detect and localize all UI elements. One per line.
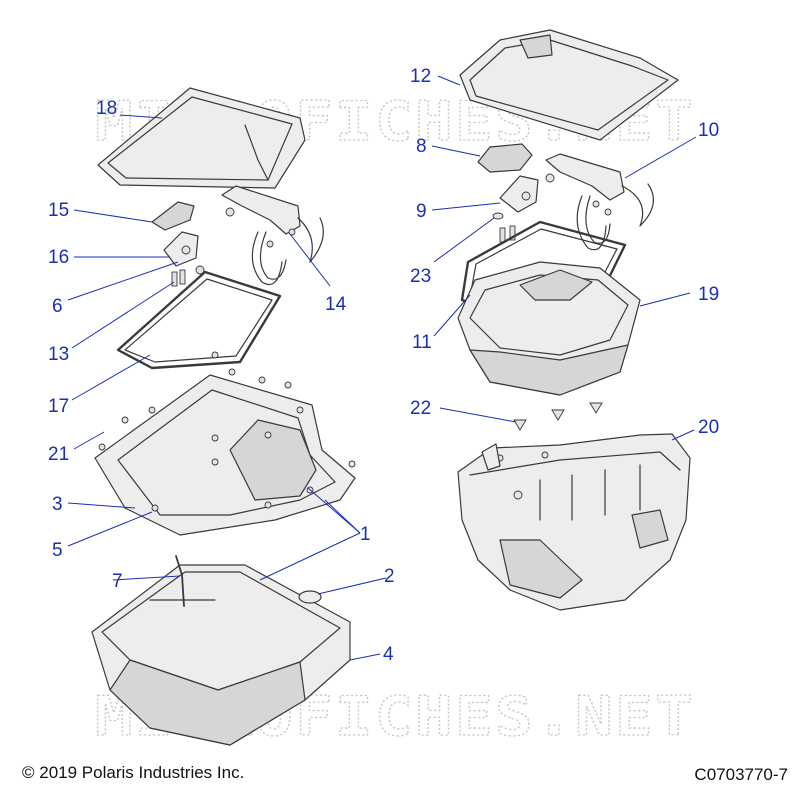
callout-3: 3 <box>52 494 63 515</box>
callout-21: 21 <box>48 444 69 465</box>
part-16-latch-bracket <box>163 231 199 267</box>
callout-6: 6 <box>52 296 63 317</box>
callout-15: 15 <box>48 200 69 221</box>
part-12-lid <box>459 29 679 141</box>
callout-16: 16 <box>48 247 69 268</box>
part-18-lid <box>97 87 306 189</box>
part-19-bin <box>457 261 641 396</box>
callout-11: 11 <box>412 332 432 353</box>
liner-screws <box>98 351 356 512</box>
callout-19: 19 <box>698 284 719 305</box>
part-10-hinge-bracket <box>545 153 655 251</box>
callout-2: 2 <box>384 566 395 587</box>
part-7-rod <box>175 555 185 607</box>
part-14-hinge-bracket <box>221 185 324 286</box>
part-2-plug <box>298 590 322 604</box>
callout-13: 13 <box>48 344 69 365</box>
callout-22: 22 <box>410 398 431 419</box>
callout-18: 18 <box>96 98 117 119</box>
callout-7: 7 <box>112 571 123 592</box>
part-22-fasteners <box>513 402 603 431</box>
callout-10: 10 <box>698 120 719 141</box>
callout-20: 20 <box>698 417 719 438</box>
part-15-latch <box>151 201 195 231</box>
part-20-bracket <box>457 433 691 611</box>
part-6-13-fasteners <box>171 207 235 287</box>
drawing-number: C0703770-7 <box>694 765 788 784</box>
part-17-seal <box>116 270 282 370</box>
callout-17: 17 <box>48 396 69 417</box>
callout-12: 12 <box>410 66 431 87</box>
part-23-washer <box>492 173 555 243</box>
part-8-latch <box>477 143 533 173</box>
leader-lines <box>67 75 697 661</box>
callout-4: 4 <box>383 644 394 665</box>
part-3-liner <box>94 351 356 536</box>
part-9-latch-bracket <box>499 175 539 213</box>
callout-1: 1 <box>360 524 371 545</box>
copyright-text: © 2019 Polaris Industries Inc. <box>22 763 245 782</box>
callout-8: 8 <box>416 136 427 157</box>
callout-numbers: 18 15 16 6 13 14 17 21 3 5 1 7 2 4 12 8 … <box>48 66 719 665</box>
callout-14: 14 <box>325 294 347 315</box>
callout-5: 5 <box>52 540 63 561</box>
callout-9: 9 <box>416 201 427 222</box>
part-4-tray <box>91 564 351 746</box>
callout-23: 23 <box>410 266 431 287</box>
